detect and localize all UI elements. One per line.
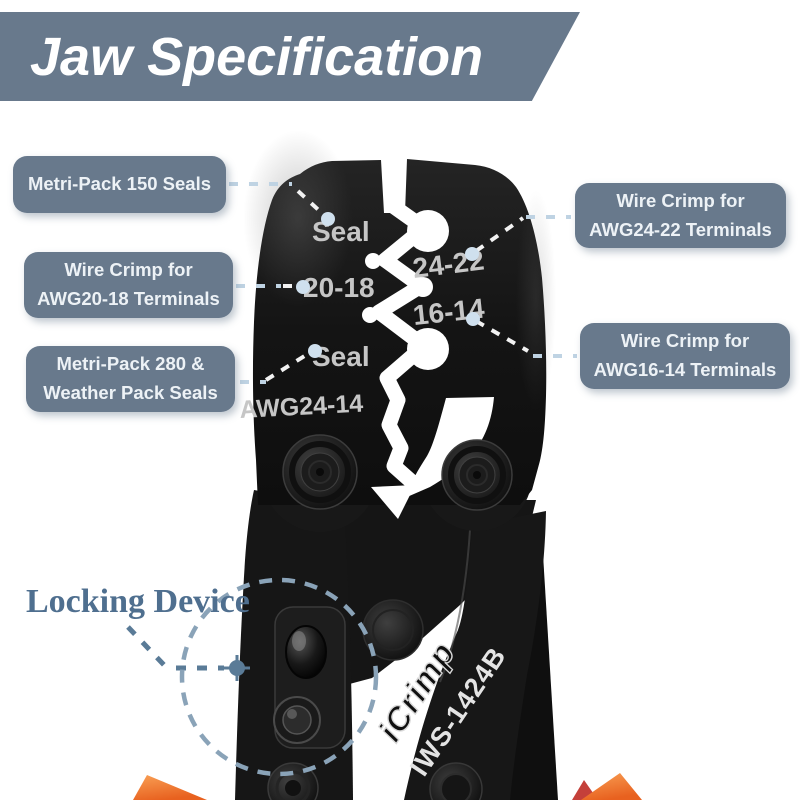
page-title: Jaw Specification — [30, 26, 484, 87]
head-sheen-right — [516, 190, 556, 410]
crimping-tool: Seal 24-22 20-18 16-14 Seal AWG24-14 — [133, 130, 642, 800]
jaw-cavity-mid — [413, 277, 433, 297]
jaw-gap-vnotch — [371, 485, 415, 519]
leader-locking-diagonal — [126, 625, 167, 668]
locking-device-label: Locking Device — [26, 583, 250, 620]
marker-dot-seal-top — [321, 212, 335, 226]
marker-dot-20-18 — [296, 280, 310, 294]
pointer-dash-seal-top — [296, 189, 327, 218]
jaw-gap-lower — [407, 397, 494, 497]
grip-tip-left — [133, 775, 207, 800]
pivot-bolt-left — [282, 434, 358, 510]
annotations — [126, 182, 577, 777]
callout-metri-pack-280: Metri-Pack 280 & Weather Pack Seals — [26, 346, 235, 412]
linkage-boss-inner — [372, 609, 414, 651]
jaw-cavity-bottom — [407, 328, 449, 370]
marker-dot-24-22 — [465, 247, 479, 261]
marker-dot-16-14 — [466, 312, 480, 326]
callout-awg16-14: Wire Crimp for AWG16-14 Terminals — [580, 323, 790, 389]
callout-awg20-18: Wire Crimp for AWG20-18 Terminals — [24, 252, 233, 318]
marking-20-18: 20-18 — [303, 272, 375, 303]
locking-pointer-dot — [224, 655, 250, 681]
title-banner: Jaw Specification — [0, 12, 580, 101]
callout-metri-pack-150: Metri-Pack 150 Seals — [13, 156, 226, 213]
pointer-dash-seal-bottom — [264, 350, 313, 382]
jaw-cavity-top — [407, 210, 449, 252]
locking-device — [273, 606, 346, 749]
branded-arm-highlight — [439, 529, 471, 683]
jaw-pocket-2 — [362, 307, 378, 323]
marker-dot-seal-bottom — [308, 344, 322, 358]
callout-awg24-22: Wire Crimp for AWG24-22 Terminals — [575, 183, 786, 248]
marking-jaw-range: AWG24-14 — [239, 390, 364, 424]
grip-tip-right — [581, 773, 642, 800]
locking-focus-circle — [179, 577, 379, 777]
marking-seal-bottom: Seal — [312, 341, 370, 372]
jaw-pocket-1 — [365, 253, 381, 269]
locking-knob — [285, 625, 327, 679]
marking-seal-top: Seal — [312, 216, 370, 247]
head-sheen — [243, 130, 353, 306]
pivot-bolt-right — [441, 439, 513, 511]
branded-arm — [404, 511, 546, 800]
handle-bolt-center — [429, 762, 483, 800]
